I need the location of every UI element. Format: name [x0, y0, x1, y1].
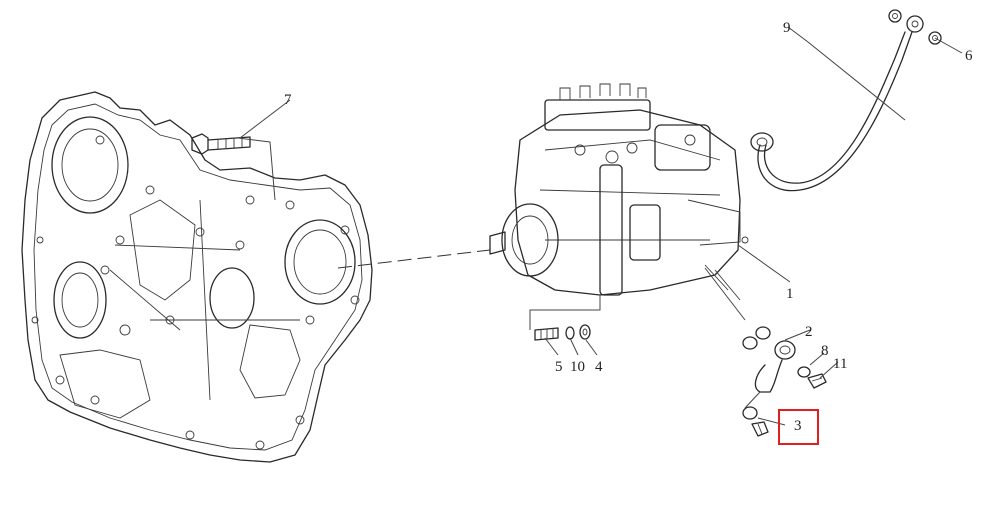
stud-washer-set-5-10-4	[534, 324, 591, 341]
callout-6[interactable]: 6	[965, 48, 973, 64]
oil-pipe-9	[750, 31, 913, 192]
callout-7[interactable]: 7	[284, 92, 292, 108]
callout-2[interactable]: 2	[805, 324, 813, 340]
callouts: 9 6 7 1 2 8 11 5 10 4 3	[284, 20, 973, 434]
bolt-7	[191, 133, 251, 155]
callout-5[interactable]: 5	[555, 359, 563, 375]
banjo-washers-6	[888, 9, 942, 45]
callout-1[interactable]: 1	[786, 286, 794, 302]
callout-3[interactable]: 3	[794, 418, 802, 434]
fuel-injection-pump	[489, 83, 749, 301]
callout-4[interactable]: 4	[595, 359, 603, 375]
timing-gear-cover	[21, 91, 373, 463]
callout-10[interactable]: 10	[570, 359, 585, 375]
mounting-centerline	[337, 249, 491, 269]
callout-9[interactable]: 9	[783, 20, 791, 36]
leader-lines	[237, 26, 963, 426]
callout-11[interactable]: 11	[833, 356, 847, 372]
fuel-fitting-assembly	[742, 326, 827, 437]
callout-8[interactable]: 8	[821, 343, 829, 359]
highlight-box-callout-3	[778, 409, 819, 445]
